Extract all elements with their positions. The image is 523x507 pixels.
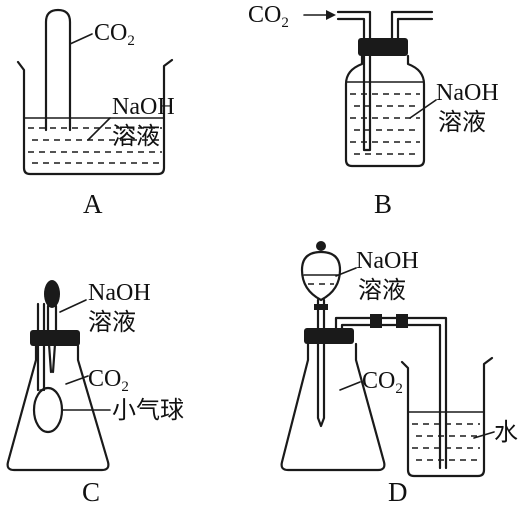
balloon-c	[32, 386, 64, 434]
label-co2-c: CO2	[88, 366, 129, 395]
panel-b: CO2 NaOH 溶液 B	[248, 2, 499, 219]
inlet-tube-b	[336, 10, 372, 152]
conical-flask-c	[6, 344, 110, 472]
leader-naoh-c	[59, 299, 87, 313]
label-water-d: 水	[494, 419, 518, 446]
dropper-bulb-c	[44, 280, 60, 308]
label-co2-b: CO2	[248, 2, 289, 31]
conical-flask-d	[280, 342, 386, 472]
water-d	[412, 423, 480, 461]
label-balloon-c: 小气球	[112, 397, 184, 424]
beaker-d	[400, 356, 494, 478]
label-naoh-a: NaOH	[112, 94, 175, 120]
caption-a: A	[83, 189, 103, 219]
gas-bottle-b	[344, 54, 426, 168]
funnel-stopper-d	[316, 241, 326, 251]
stopper-c	[30, 330, 80, 346]
caption-c: C	[82, 477, 100, 507]
label-co2-d: CO2	[362, 368, 403, 397]
label-co2-a: CO2	[94, 20, 135, 49]
caption-b: B	[374, 189, 392, 219]
panel-c: NaOH 溶液 CO2 小气球 C	[6, 280, 184, 507]
funnel-tube-d	[316, 342, 326, 428]
leader-water-d	[473, 431, 495, 439]
leader-co2-c	[65, 375, 89, 385]
separatory-funnel-d	[300, 250, 342, 302]
label-solution-b: 溶液	[438, 109, 486, 136]
label-naoh-c: NaOH	[88, 280, 151, 306]
label-naoh-d: NaOH	[356, 248, 419, 274]
outlet-tube-b	[390, 10, 434, 42]
panel-a: CO2 NaOH 溶液 A	[16, 8, 175, 219]
label-solution-c: 溶液	[88, 309, 136, 336]
stopper-d	[304, 328, 354, 344]
rubber-joint-1-d	[370, 314, 382, 328]
rubber-joint-2-d	[396, 314, 408, 328]
stopper-b	[358, 38, 408, 56]
balloon-tube-c	[36, 302, 46, 392]
leader-co2-a	[69, 33, 93, 45]
label-solution-d: 溶液	[358, 277, 406, 304]
panel-d: NaOH 溶液 CO2 水 D	[280, 241, 518, 507]
beaker-a	[16, 58, 174, 176]
test-tube-a	[44, 8, 72, 132]
leader-naoh-b	[409, 99, 437, 119]
leader-co2-d	[339, 381, 361, 391]
leader-naoh-a	[87, 117, 111, 141]
arrow-head-b	[326, 10, 336, 20]
liquid-b	[350, 93, 420, 155]
liquid-a	[28, 127, 162, 164]
leader-naoh-d	[335, 267, 357, 277]
caption-d: D	[388, 477, 408, 507]
stopcock-d	[314, 304, 328, 310]
label-naoh-b: NaOH	[436, 80, 499, 106]
label-solution-a: 溶液	[112, 123, 160, 150]
delivery-tube-d	[334, 316, 448, 470]
